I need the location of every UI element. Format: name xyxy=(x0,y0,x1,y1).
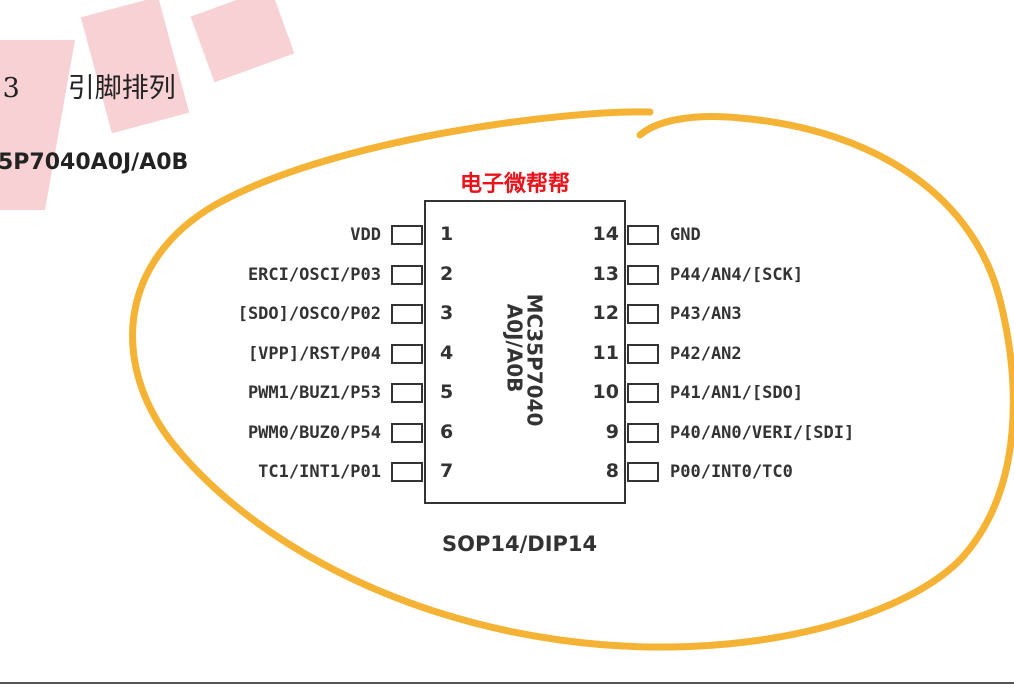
pin-pad-left xyxy=(391,264,423,285)
pin-number-left: 2 xyxy=(440,262,454,285)
pin-pad-left xyxy=(391,343,423,364)
chip-body xyxy=(424,200,626,504)
pin-number-left: 3 xyxy=(440,302,454,324)
pin-pad-right xyxy=(627,304,659,324)
pin-number-left: 5 xyxy=(440,381,454,403)
pin-pad-left xyxy=(391,422,423,443)
pin-number-right: 11 xyxy=(592,341,619,364)
pin-label-right: P41/AN1/[SDO] xyxy=(670,383,804,403)
pin-label-right: P40/AN0/VERI/[SDI] xyxy=(670,422,855,443)
pin-label-left: PWM0/BUZ0/P54 xyxy=(247,422,381,443)
pin-pad-right xyxy=(627,225,659,245)
overlay-watermark-text: 电子微帮帮 xyxy=(460,172,571,197)
pin-number-right: 9 xyxy=(605,420,619,443)
pin-label-left: VDD xyxy=(350,225,381,245)
pin-pad-left xyxy=(391,383,423,403)
pin-pad-left xyxy=(391,225,423,245)
pin-label-right: P44/AN4/[SCK] xyxy=(670,264,804,285)
pin-pad-right xyxy=(627,343,659,364)
pin-pad-left xyxy=(391,304,423,324)
pin-label-left: PWM1/BUZ1/P53 xyxy=(247,383,381,403)
pin-label-left: ERCI/OSCI/P03 xyxy=(247,264,381,285)
part-title: 5P7040A0J/A0B xyxy=(0,150,189,175)
pin-pad-right xyxy=(627,264,659,285)
pin-pad-right xyxy=(627,462,659,482)
pin-number-left: 4 xyxy=(440,341,454,364)
pin-label-left: [VPP]/RST/P04 xyxy=(247,343,381,364)
pin-number-right: 8 xyxy=(605,460,619,482)
pin-label-left: [SDO]/OSCO/P02 xyxy=(237,304,381,324)
pin-pad-left xyxy=(391,462,423,482)
pin-label-right: P00/INT0/TC0 xyxy=(670,462,793,482)
pin-number-right: 12 xyxy=(592,302,619,324)
pin-label-right: P43/AN3 xyxy=(670,304,742,324)
pin-pad-right xyxy=(627,383,659,403)
pin-number-left: 1 xyxy=(440,223,454,245)
pin-number-right: 14 xyxy=(592,223,619,245)
pin-number-right: 10 xyxy=(592,381,619,403)
divider xyxy=(0,682,1014,684)
pin-label-right: P42/AN2 xyxy=(670,343,742,364)
pin-number-left: 7 xyxy=(440,460,454,482)
pin-pad-right xyxy=(627,422,659,443)
package-label: SOP14/DIP14 xyxy=(442,532,598,556)
pin-number-left: 6 xyxy=(440,420,454,443)
pin-number-right: 13 xyxy=(592,262,619,285)
pin-label-right: GND xyxy=(670,225,701,245)
pin-label-left: TC1/INT1/P01 xyxy=(258,462,381,482)
